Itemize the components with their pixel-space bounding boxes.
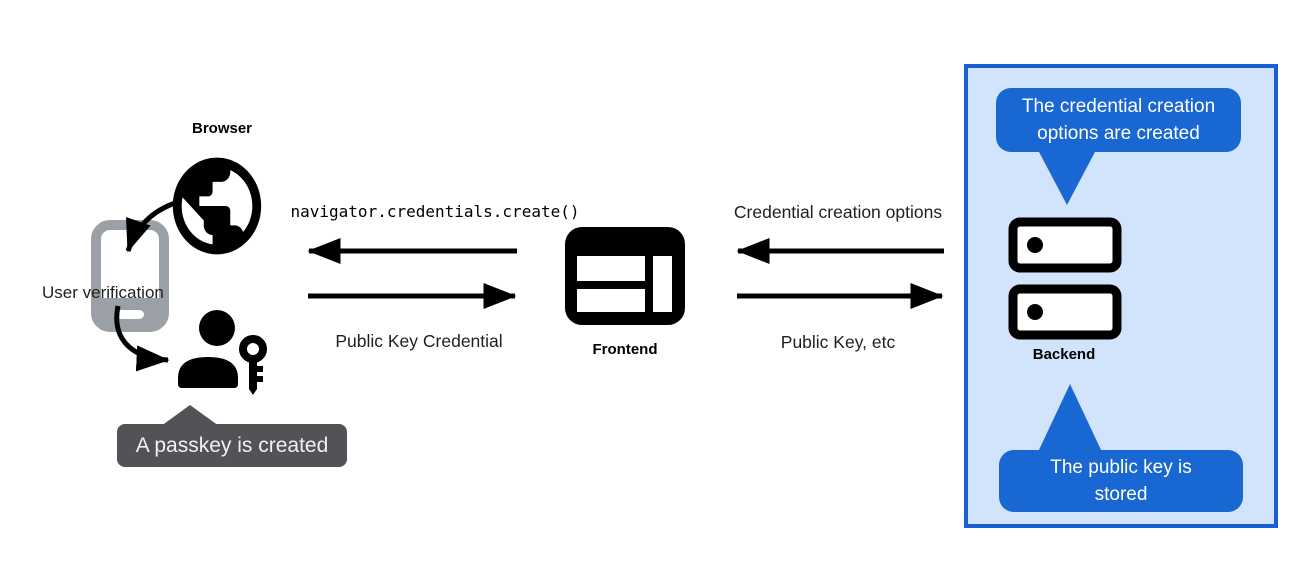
- browser-window-icon: [565, 227, 685, 325]
- credential-options-bubble-line1: The credential creation: [1021, 96, 1216, 117]
- public-key-credential-label: Public Key Credential: [335, 331, 503, 351]
- passkey-created-tooltip-text: A passkey is created: [135, 433, 329, 457]
- browser-label: Browser: [191, 120, 253, 137]
- server-stack-icon: [1008, 217, 1122, 340]
- navigator-create-label: navigator.credentials.create(): [290, 202, 580, 221]
- credential-creation-options-label: Credential creation options: [733, 202, 943, 222]
- arrow-phone-to-person: [114, 305, 170, 372]
- public-key-etc-label: Public Key, etc: [780, 332, 896, 352]
- arrow-credential-creation-options: [736, 238, 944, 264]
- arrow-navigator-create: [307, 238, 517, 264]
- arrow-globe-to-phone: [125, 200, 176, 253]
- credential-options-bubble: The credential creation options are crea…: [996, 88, 1241, 152]
- backend-label: Backend: [1032, 346, 1096, 363]
- person-with-key-icon: [178, 310, 267, 395]
- globe-browser-icon: [172, 157, 262, 255]
- user-verification-label: User verification: [42, 283, 164, 302]
- arrow-public-key-etc: [737, 283, 944, 309]
- credential-options-bubble-line2: options are created: [1037, 123, 1200, 144]
- public-key-stored-bubble-line2: stored: [1094, 484, 1148, 505]
- frontend-label: Frontend: [592, 341, 658, 358]
- public-key-stored-bubble: The public key is stored: [999, 450, 1243, 512]
- public-key-stored-bubble-line1: The public key is: [1050, 457, 1192, 478]
- tooltip-pointer-icon: [161, 405, 219, 426]
- arrow-public-key-credential: [308, 283, 517, 309]
- passkey-created-tooltip: A passkey is created: [117, 424, 347, 467]
